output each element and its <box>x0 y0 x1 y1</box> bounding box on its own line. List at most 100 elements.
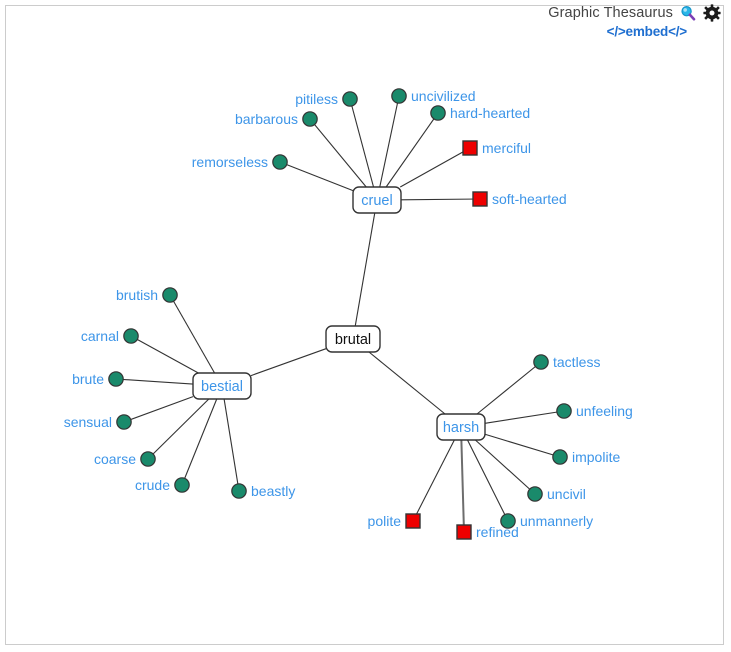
graph-leaf-nodes[interactable]: pitiless uncivilized barbarous hard-hearted… <box>64 88 633 540</box>
leaf-node-refined[interactable]: refined <box>456 524 519 540</box>
leaf-label[interactable]: hard-hearted <box>450 105 530 121</box>
leaf-node-unfeeling[interactable]: unfeeling <box>556 403 633 419</box>
leaf-node-hard-hearted[interactable]: hard-hearted <box>430 105 530 121</box>
synonym-marker[interactable] <box>342 91 358 107</box>
leaf-label[interactable]: impolite <box>572 449 620 465</box>
leaf-node-uncivilized[interactable]: uncivilized <box>391 88 476 104</box>
word-node-box[interactable] <box>325 325 381 353</box>
leaf-label[interactable]: uncivilized <box>411 88 476 104</box>
leaf-node-beastly[interactable]: beastly <box>231 483 296 499</box>
graph-canvas-frame <box>5 5 724 645</box>
graph-edge <box>379 95 400 188</box>
word-node-label[interactable]: brutal <box>335 332 371 348</box>
graph-edge <box>400 198 481 201</box>
synonym-marker[interactable] <box>556 403 572 419</box>
graph-edge <box>130 335 199 374</box>
synonym-marker[interactable] <box>123 328 139 344</box>
synonym-marker[interactable] <box>302 111 318 127</box>
word-node-box[interactable] <box>436 413 486 441</box>
search-icon[interactable] <box>679 4 697 22</box>
word-node-box[interactable] <box>192 372 252 400</box>
leaf-node-crude[interactable]: crude <box>135 477 190 493</box>
word-node-label[interactable]: bestial <box>201 379 243 395</box>
synonym-marker[interactable] <box>162 287 178 303</box>
synonym-marker[interactable] <box>174 477 190 493</box>
leaf-node-brutish[interactable]: brutish <box>116 287 178 303</box>
graph-edge <box>474 439 536 495</box>
graph-edge <box>279 161 354 192</box>
word-node-label[interactable]: harsh <box>443 420 479 436</box>
leaf-node-unmannerly[interactable]: unmannerly <box>500 513 593 529</box>
graph-edge <box>147 398 210 460</box>
header-bar: Graphic Thesaurus <box>548 4 721 39</box>
synonym-marker[interactable] <box>272 154 288 170</box>
antonym-marker[interactable] <box>472 191 488 207</box>
leaf-node-soft-hearted[interactable]: soft-hearted <box>472 191 567 207</box>
leaf-node-uncivil[interactable]: uncivil <box>527 486 586 502</box>
graph-edge <box>181 398 218 486</box>
word-node-label[interactable]: cruel <box>361 193 392 209</box>
synonym-marker[interactable] <box>116 414 132 430</box>
word-node-box[interactable] <box>352 186 402 214</box>
graph-edge <box>309 118 367 188</box>
synonym-marker[interactable] <box>391 88 407 104</box>
graph-edge <box>467 439 509 522</box>
synonym-marker[interactable] <box>231 483 247 499</box>
leaf-node-pitiless[interactable]: pitiless <box>295 91 358 107</box>
leaf-node-remorseless[interactable]: remorseless <box>192 154 288 170</box>
leaf-label[interactable]: remorseless <box>192 154 268 170</box>
leaf-label[interactable]: brutish <box>116 287 158 303</box>
graph-edge <box>123 396 194 423</box>
leaf-label[interactable]: refined <box>476 524 519 540</box>
graph-word-nodes[interactable]: brutal cruel bestial harsh <box>192 186 486 441</box>
leaf-label[interactable]: sensual <box>64 414 112 430</box>
leaf-label[interactable]: coarse <box>94 451 136 467</box>
word-node-cruel[interactable]: cruel <box>352 186 402 214</box>
graph-edge <box>169 294 216 374</box>
graph-edge <box>223 398 240 492</box>
leaf-node-tactless[interactable]: tactless <box>533 354 601 370</box>
word-node-brutal[interactable]: brutal <box>325 325 381 353</box>
leaf-node-brute[interactable]: brute <box>72 371 124 387</box>
leaf-node-barbarous[interactable]: barbarous <box>235 111 318 127</box>
leaf-node-polite[interactable]: polite <box>368 513 421 529</box>
synonym-marker[interactable] <box>527 486 543 502</box>
leaf-label[interactable]: merciful <box>482 140 531 156</box>
synonym-marker[interactable] <box>430 105 446 121</box>
word-node-bestial[interactable]: bestial <box>192 372 252 400</box>
leaf-node-merciful[interactable]: merciful <box>462 140 531 156</box>
graph-edge <box>399 147 471 188</box>
leaf-label[interactable]: unmannerly <box>520 513 593 529</box>
synonym-marker[interactable] <box>500 513 516 529</box>
leaf-node-sensual[interactable]: sensual <box>64 414 132 430</box>
synonym-marker[interactable] <box>533 354 549 370</box>
leaf-label[interactable]: brute <box>72 371 104 387</box>
graph-edge <box>476 361 542 415</box>
leaf-node-impolite[interactable]: impolite <box>552 449 621 465</box>
leaf-label[interactable]: unfeeling <box>576 403 633 419</box>
leaf-label[interactable]: uncivil <box>547 486 586 502</box>
antonym-marker[interactable] <box>462 140 478 156</box>
synonym-marker[interactable] <box>552 449 568 465</box>
leaf-node-carnal[interactable]: carnal <box>81 328 139 344</box>
embed-link[interactable]: </>embed</> <box>606 24 688 39</box>
synonym-marker[interactable] <box>140 451 156 467</box>
antonym-marker[interactable] <box>405 513 421 529</box>
antonym-marker[interactable] <box>456 524 472 540</box>
leaf-label[interactable]: carnal <box>81 328 119 344</box>
graph-edge <box>250 348 327 377</box>
gear-icon[interactable] <box>703 4 721 22</box>
word-node-harsh[interactable]: harsh <box>436 413 486 441</box>
leaf-label[interactable]: barbarous <box>235 111 298 127</box>
leaf-node-coarse[interactable]: coarse <box>94 451 156 467</box>
graph-edge <box>412 439 455 522</box>
leaf-label[interactable]: tactless <box>553 354 600 370</box>
leaf-label[interactable]: polite <box>368 513 402 529</box>
synonym-marker[interactable] <box>108 371 124 387</box>
leaf-label[interactable]: pitiless <box>295 91 338 107</box>
leaf-label[interactable]: crude <box>135 477 170 493</box>
leaf-label[interactable]: beastly <box>251 483 295 499</box>
leaf-label[interactable]: soft-hearted <box>492 191 567 207</box>
